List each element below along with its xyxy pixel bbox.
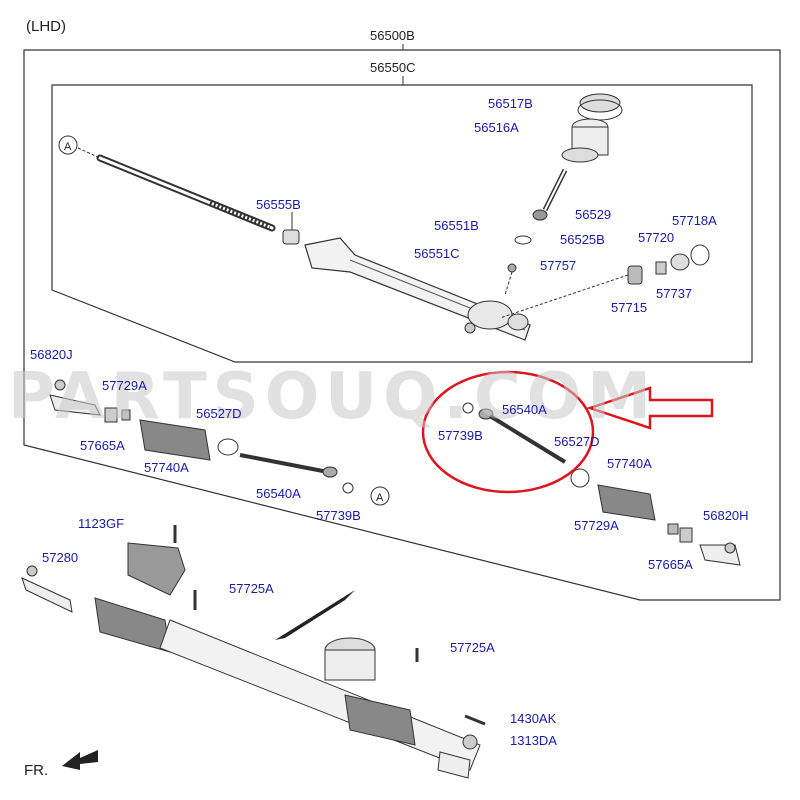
- label-56516A: 56516A: [474, 120, 519, 135]
- label-57739B-left: 57739B: [316, 508, 361, 523]
- label-1430AK: 1430AK: [510, 711, 557, 726]
- leader-callout-a-top: [77, 147, 101, 159]
- callout-a-bottom: [370, 486, 390, 506]
- callout-a-bottom-letter: A: [376, 492, 384, 504]
- label-57740A-right: 57740A: [607, 456, 652, 471]
- label-56500B: 56500B: [370, 28, 415, 43]
- label-57280: 57280: [42, 550, 79, 565]
- label-56551B: 56551B: [434, 218, 479, 233]
- label-56527D-left: 56527D: [196, 406, 242, 421]
- outer-assembly-frame: [23, 49, 781, 601]
- rack-bushing: [282, 229, 300, 245]
- label-56529: 56529: [575, 207, 612, 222]
- gear-housing: [304, 237, 531, 341]
- label-56540A-right: 56540A: [502, 402, 547, 417]
- label-57729A-left: 57729A: [102, 378, 147, 393]
- label-57739B-right: 57739B: [438, 428, 483, 443]
- label-fr: FR.: [24, 762, 49, 779]
- label-56525B: 56525B: [560, 232, 605, 247]
- label-56820J: 56820J: [30, 347, 73, 362]
- label-57725A-lower: 57725A: [450, 640, 495, 655]
- label-56550C: 56550C: [370, 60, 416, 75]
- inner-assembly-frame: [51, 84, 753, 363]
- highlight-arrow: [586, 386, 714, 430]
- rack-bar: [96, 154, 276, 232]
- label-56555B: 56555B: [256, 197, 301, 212]
- front-arrow-icon: [62, 750, 98, 770]
- complete-gear-assembly: [21, 525, 486, 779]
- label-lhd: (LHD): [26, 18, 66, 35]
- label-56551C: 56551C: [414, 246, 460, 261]
- label-1313DA: 1313DA: [510, 733, 557, 748]
- label-56820H: 56820H: [703, 508, 749, 523]
- highlight-circle: [421, 370, 595, 494]
- label-57725A-upper: 57725A: [229, 581, 274, 596]
- label-57757: 57757: [540, 258, 577, 273]
- yoke-parts: [499, 244, 710, 319]
- label-57729A-right: 57729A: [574, 518, 619, 533]
- label-57740A-left: 57740A: [144, 460, 189, 475]
- callout-a-top: [58, 135, 78, 155]
- left-tie-rod-assembly: [49, 379, 354, 494]
- label-1123GF: 1123GF: [78, 516, 125, 531]
- label-57720: 57720: [638, 230, 675, 245]
- right-boot-assembly: [570, 468, 741, 566]
- callout-a-top-letter: A: [64, 141, 72, 153]
- label-57715: 57715: [611, 300, 648, 315]
- watermark: PARTSOUQ.COM: [8, 360, 657, 434]
- label-57737: 57737: [656, 286, 693, 301]
- label-56540A-left: 56540A: [256, 486, 301, 501]
- pinion-stack: [504, 93, 623, 296]
- label-57665A-left: 57665A: [80, 438, 125, 453]
- label-56517B: 56517B: [488, 96, 533, 111]
- right-inner-tie-rod: [462, 402, 567, 464]
- label-57718A: 57718A: [672, 213, 717, 228]
- label-57665A-right: 57665A: [648, 557, 693, 572]
- direction-wedge: [275, 590, 355, 640]
- label-56527D-right: 56527D: [554, 434, 600, 449]
